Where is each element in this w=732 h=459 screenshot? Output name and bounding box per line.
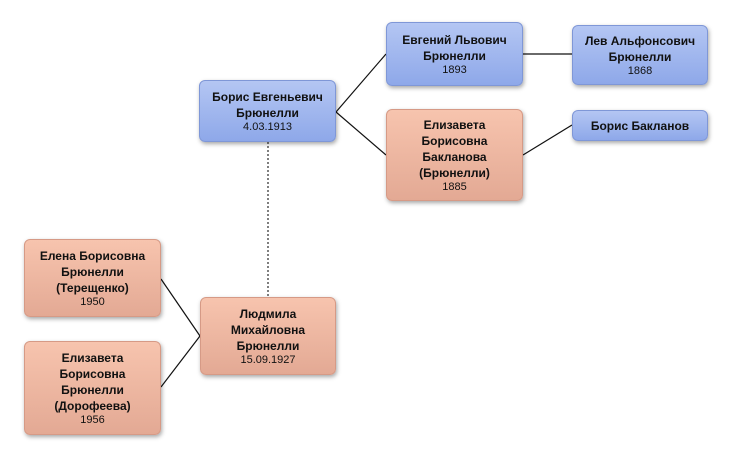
person-card-elizaveta-dorofeeva[interactable]: Елизавета Борисовна Брюнелли (Дорофеева)… <box>24 341 161 435</box>
person-date: 1956 <box>80 413 105 426</box>
person-name: Елизавета Борисовна Бакланова (Брюнелли) <box>419 117 490 180</box>
person-card-elena-tereshchenko[interactable]: Елена Борисовна Брюнелли (Терещенко) 195… <box>24 239 161 317</box>
person-date: 1868 <box>627 64 653 77</box>
connector-boris-evgeny <box>335 53 387 113</box>
person-name: Елена Борисовна Брюнелли (Терещенко) <box>39 248 146 295</box>
person-card-boris-baklanov[interactable]: Борис Бакланов <box>572 110 708 141</box>
person-date: 15.09.1927 <box>240 353 296 366</box>
person-name: Евгений Львович Брюнелли <box>402 32 507 63</box>
person-card-boris-evgenyevich[interactable]: Борис Евгеньевич Брюнелли 4.03.1913 <box>199 80 336 142</box>
connector-elizaveta-boris-baklanov <box>522 124 573 156</box>
connector-boris-elizaveta <box>335 111 387 156</box>
person-name: Борис Евгеньевич Брюнелли <box>212 89 323 120</box>
connector-elena-lyudmila <box>160 278 201 337</box>
person-card-lyudmila-mikhaylovna[interactable]: Людмила Михайловна Брюнелли 15.09.1927 <box>200 297 336 375</box>
person-name: Людмила Михайловна Брюнелли <box>230 306 306 353</box>
person-name: Борис Бакланов <box>590 118 690 133</box>
person-date: 4.03.1913 <box>243 120 292 133</box>
person-date: 1885 <box>442 180 467 193</box>
person-date: 1893 <box>442 63 467 76</box>
person-card-evgeny-lvovich[interactable]: Евгений Львович Брюнелли 1893 <box>386 22 523 86</box>
person-name: Лев Альфонсович Брюнелли <box>584 33 696 64</box>
connector-elizaveta-d-lyudmila <box>160 335 201 388</box>
person-card-elizaveta-baklanova[interactable]: Елизавета Борисовна Бакланова (Брюнелли)… <box>386 109 523 201</box>
person-name: Елизавета Борисовна Брюнелли (Дорофеева) <box>54 350 131 413</box>
person-date: 1950 <box>80 295 105 308</box>
person-card-lev-alfonsovich[interactable]: Лев Альфонсович Брюнелли 1868 <box>572 25 708 85</box>
